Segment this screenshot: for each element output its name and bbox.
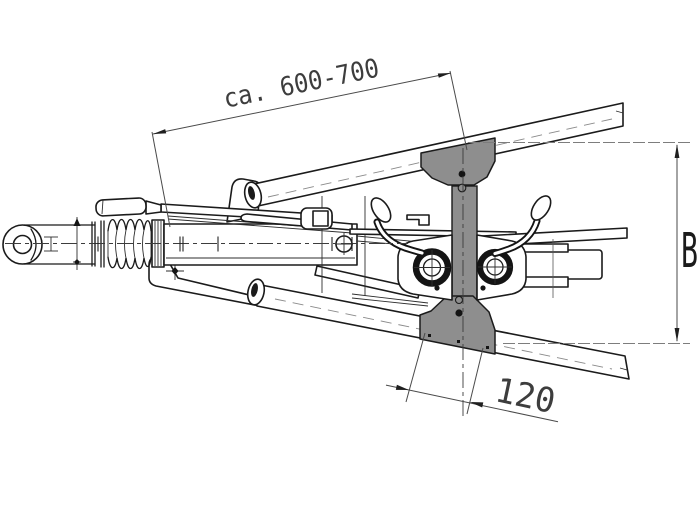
brake-rod-strut bbox=[314, 265, 429, 307]
clamp-bolt bbox=[458, 170, 466, 178]
lever-catch bbox=[406, 214, 430, 226]
position-mark bbox=[74, 259, 80, 265]
dim-length-label: ca. 600-700 bbox=[221, 54, 382, 115]
position-mark bbox=[73, 218, 81, 226]
right-clamp-body bbox=[476, 234, 527, 301]
clamp-bolt bbox=[455, 309, 463, 317]
clamp-column bbox=[451, 185, 478, 305]
lower-tube-clip bbox=[246, 278, 266, 306]
dim-height-label: B bbox=[681, 223, 698, 279]
bolt-mark bbox=[171, 267, 179, 275]
dim-length: ca. 600-700 bbox=[151, 54, 468, 228]
towing-eye bbox=[2, 217, 96, 270]
dim-height-b: B bbox=[468, 142, 698, 344]
top-tube-clamp bbox=[420, 137, 496, 193]
upper-tube-clip bbox=[243, 181, 263, 209]
dim-width-label: 120 bbox=[492, 370, 559, 422]
handbrake-grip bbox=[95, 197, 147, 217]
centerlines bbox=[5, 148, 464, 418]
bellows bbox=[107, 218, 152, 270]
bottom-tube-clamp bbox=[419, 295, 496, 355]
handbrake-lever bbox=[95, 197, 430, 234]
right-lever-ball bbox=[530, 195, 552, 221]
left-clamp-lever bbox=[370, 197, 426, 257]
left-lever-ball bbox=[370, 197, 392, 223]
right-clamp-lever bbox=[491, 195, 552, 257]
